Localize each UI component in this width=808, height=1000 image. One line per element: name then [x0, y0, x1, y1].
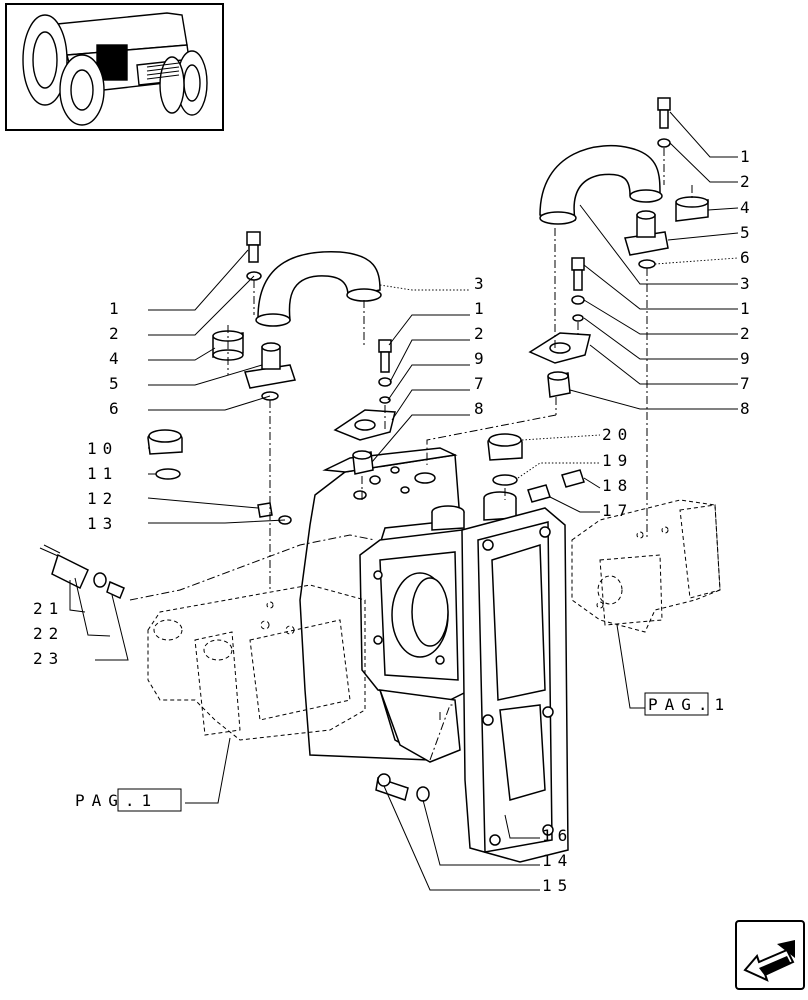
center-lines: [129, 148, 693, 761]
callout-2-right: 2: [740, 172, 756, 191]
callout-1-mid: 1: [474, 299, 490, 318]
callout-11: 11: [87, 464, 118, 483]
callout-21: 21: [33, 599, 64, 618]
callout-3-mid: 3: [474, 274, 490, 293]
right-hose-assembly: [487, 97, 709, 503]
callout-8-mid: 8: [474, 399, 490, 418]
arrow-next-icon[interactable]: [735, 920, 805, 990]
page-ref-right-label[interactable]: PAG.1: [648, 695, 731, 714]
callout-13: 13: [87, 514, 118, 533]
callout-15: 15: [542, 876, 573, 895]
callout-3-right: 3: [740, 274, 756, 293]
page-ref-left-label[interactable]: PAG.1: [75, 791, 158, 810]
callout-22: 22: [33, 624, 64, 643]
frame-part-16: [461, 507, 569, 863]
left-pump: [147, 584, 366, 741]
leader-lines: [69, 111, 739, 891]
callout-7-right: 7: [740, 374, 756, 393]
callout-2: 2: [109, 324, 125, 343]
callout-20: 20: [602, 425, 633, 444]
callout-19: 19: [602, 451, 633, 470]
callout-16: 16: [542, 826, 573, 845]
callout-14: 14: [542, 851, 573, 870]
callout-6-right: 6: [740, 248, 756, 267]
callout-1b-right: 1: [740, 299, 756, 318]
callout-18: 18: [602, 476, 633, 495]
callout-7-mid: 7: [474, 374, 490, 393]
right-pump: [571, 499, 721, 633]
callout-12: 12: [87, 489, 118, 508]
callout-6: 6: [109, 399, 125, 418]
page-ref-left[interactable]: PAG.1: [75, 788, 182, 812]
callout-labels: 1 2 4 5 6 10 11 12 13 21 22 23 3 1 2 9 7…: [33, 147, 756, 895]
callout-17: 17: [602, 501, 633, 520]
bolt-14-15: [375, 773, 430, 802]
callout-8-right: 8: [740, 399, 756, 418]
callout-1-right: 1: [740, 147, 756, 166]
callout-2b-right: 2: [740, 324, 756, 343]
callout-9-mid: 9: [474, 349, 490, 368]
pump-housing: [299, 447, 517, 763]
callout-23: 23: [33, 649, 64, 668]
left-hose-assembly: [39, 231, 396, 600]
callout-10: 10: [87, 439, 118, 458]
callout-5-right: 5: [740, 223, 756, 242]
callout-9-right: 9: [740, 349, 756, 368]
callout-1: 1: [109, 299, 125, 318]
callout-4-right: 4: [740, 198, 756, 217]
callout-2-mid: 2: [474, 324, 490, 343]
tractor-thumbnail-icon[interactable]: [5, 3, 224, 131]
page-ref-right[interactable]: PAG.1: [644, 692, 731, 716]
callout-5: 5: [109, 374, 125, 393]
callout-4: 4: [109, 349, 125, 368]
